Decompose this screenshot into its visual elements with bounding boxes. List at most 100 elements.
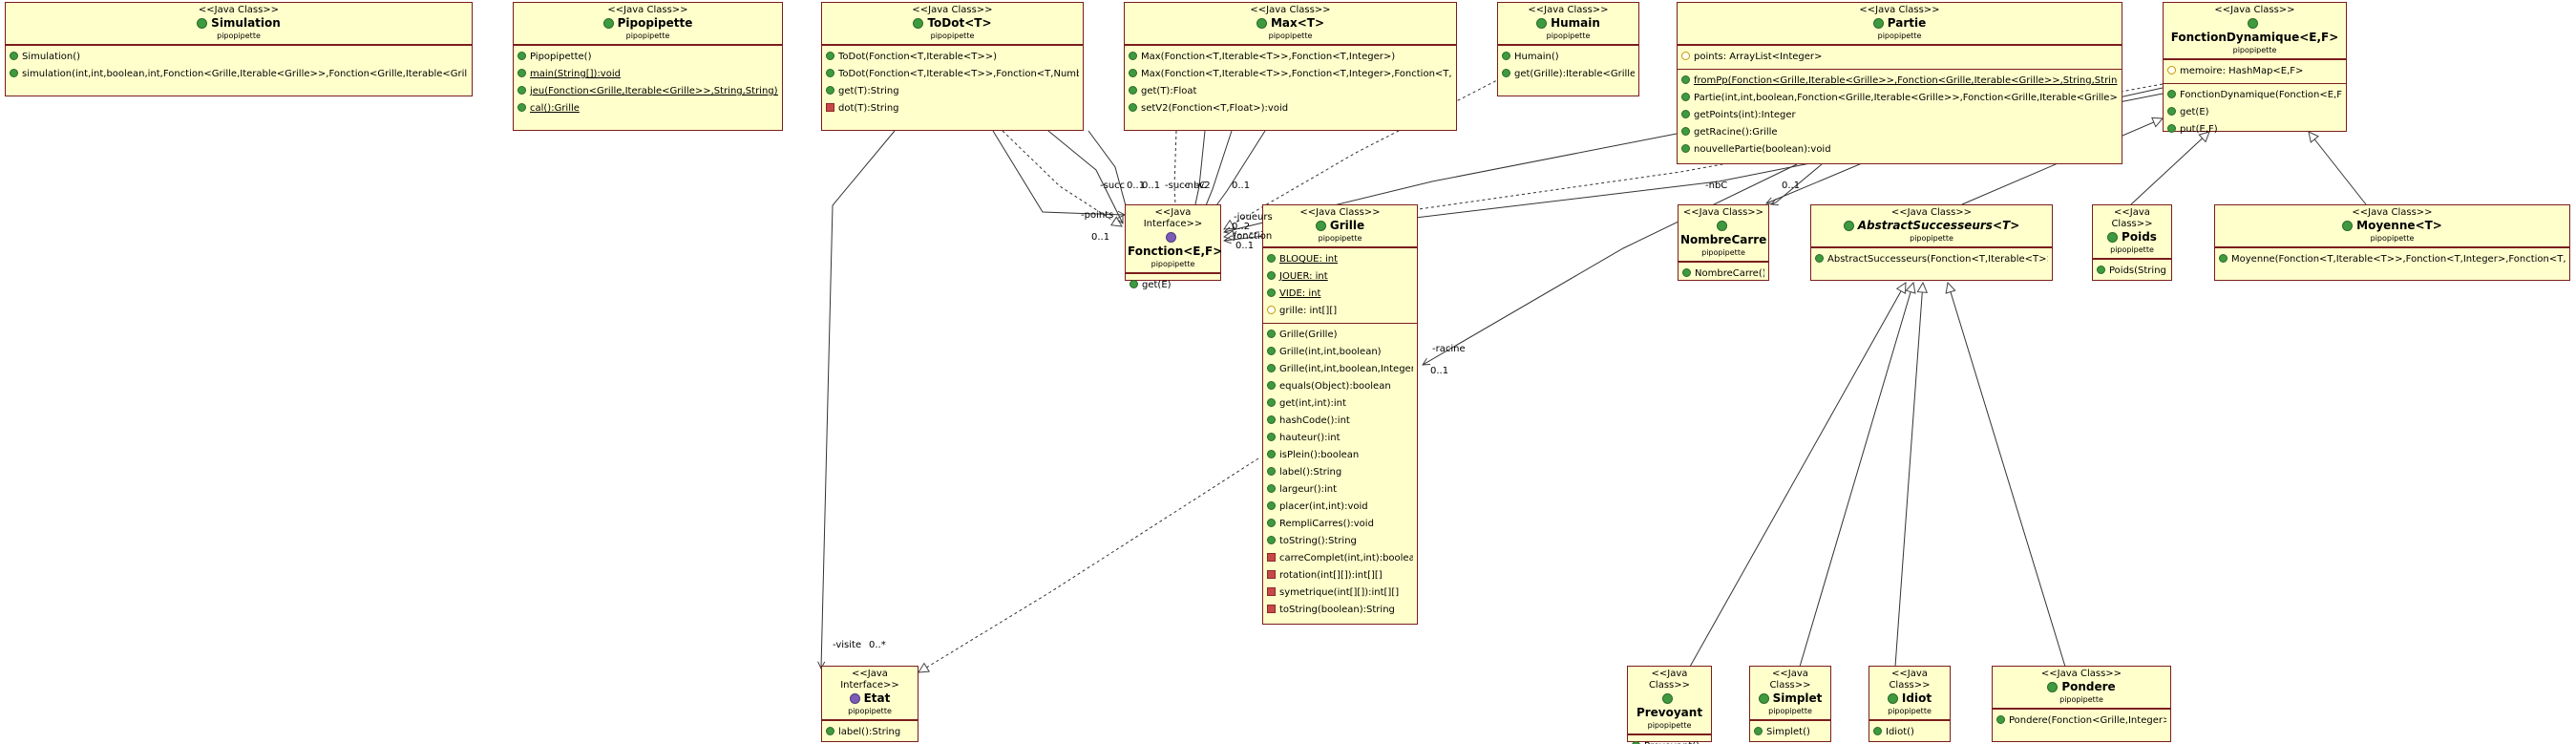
method-row[interactable]: Prevoyant() [1632,738,1707,744]
method-row-text: get(int,int):int [1279,398,1346,409]
method-row-text: ToDot(Fonction<T,Iterable<T>>,Fonction<T… [838,69,1079,79]
method-row[interactable]: hauteur():int [1267,430,1413,447]
field-row[interactable]: points: ArrayList<Integer> [1681,49,2118,66]
method-row[interactable]: Simplet() [1754,724,1826,741]
method-row[interactable]: get(E) [2167,104,2342,121]
method-row[interactable]: Partie(int,int,boolean,Fonction<Grille,I… [1681,90,2118,107]
class-prevoyant[interactable]: <<Java Class>>PrevoyantpipopipettePrevoy… [1627,666,1712,744]
method-row[interactable]: nouvellePartie(boolean):void [1681,141,2118,159]
method-row[interactable]: Pipopipette() [517,49,778,66]
class-name-text: FonctionDynamique<E,F> [2170,31,2339,44]
real-grille-etat [918,457,1259,672]
package-label: pipopipette [1701,248,1745,257]
method-row[interactable]: get(int,int):int [1267,395,1413,413]
method-row[interactable]: Grille(int,int,boolean) [1267,344,1413,361]
method-row[interactable]: fromPp(Fonction<Grille,Iterable<Grille>>… [1681,73,2118,90]
method-row[interactable]: Moyenne(Fonction<T,Iterable<T>>,Fonction… [2219,251,2565,268]
method-row[interactable]: getPoints(int):Integer [1681,107,2118,124]
class-abssucc[interactable]: <<Java Class>>AbstractSuccesseurs<T>pipo… [1810,204,2053,281]
method-row[interactable]: RempliCarres():void [1267,516,1413,533]
method-row[interactable]: FonctionDynamique(Fonction<E,F>) [2167,87,2342,104]
field-row[interactable]: JOUER: int [1267,268,1413,286]
class-icon [602,18,614,29]
method-row[interactable]: rotation(int[][]):int[][] [1267,567,1413,585]
interface-fonction[interactable]: <<Java Interface>>Fonction<E,F>pipopipet… [1125,204,1222,290]
method-row[interactable]: setV2(Fonction<T,Float>):void [1129,100,1452,117]
class-name-text: Idiot [1901,691,1932,705]
method-row[interactable]: Humain() [1502,49,1635,66]
class-name-text: Humain [1551,16,1600,30]
method-row-text: get(Grille):Iterable<Grille> [1514,69,1635,79]
method-row[interactable]: ToDot(Fonction<T,Iterable<T>>,Fonction<T… [826,66,1079,83]
method-row[interactable]: Pondere(Fonction<Grille,Integer>) [1996,712,2166,730]
method-row[interactable]: hashCode():int [1267,413,1413,430]
method-row[interactable]: getRacine():Grille [1681,124,2118,141]
method-row[interactable]: largeur():int [1267,481,1413,499]
method-row[interactable]: Max(Fonction<T,Iterable<T>>,Fonction<T,I… [1129,66,1452,83]
method-row[interactable]: carreComplet(int,int):boolean [1267,550,1413,567]
method-row[interactable]: cal():Grille [517,100,778,117]
method-row[interactable]: dot(T):String [826,100,1079,117]
method-row[interactable]: ToDot(Fonction<T,Iterable<T>>) [826,49,1079,66]
field-row-text: memoire: HashMap<E,F> [2180,66,2304,76]
edge-label: 0..1 [1142,181,1161,191]
edge-label: -succ [1100,181,1126,191]
method-row[interactable]: jeu(Fonction<Grille,Iterable<Grille>>,St… [517,83,778,100]
method-row[interactable]: get(E) [1130,277,1216,294]
class-name-text: Simulation [211,16,281,30]
method-row[interactable]: Grille(int,int,boolean,Integer[]) [1267,361,1413,378]
method-row[interactable]: Grille(Grille) [1267,327,1413,344]
method-row[interactable]: main(String[]):void [517,66,778,83]
method-row[interactable]: toString():String [1267,533,1413,550]
method-row[interactable]: symetrique(int[][]):int[][] [1267,585,1413,602]
method-row[interactable]: placer(int,int):void [1267,499,1413,516]
field-row[interactable]: grille: int[][] [1267,303,1413,320]
real-max [1174,130,1176,222]
method-row[interactable]: get(T):Float [1129,83,1452,100]
method-row[interactable]: toString(boolean):String [1267,602,1413,619]
gen-poids [2130,132,2209,205]
class-fdyn[interactable]: <<Java Class>>FonctionDynamique<E,F>pipo… [2163,2,2347,135]
method-row[interactable]: Poids(String) [2097,263,2167,280]
method-row[interactable]: label():String [826,724,914,741]
method-row-text: Pondere(Fonction<Grille,Integer>) [2009,715,2166,726]
public-visibility-icon [1873,727,1882,735]
field-row[interactable]: memoire: HashMap<E,F> [2167,63,2342,80]
stereotype-label: <<Java Interface>> [1143,207,1203,229]
method-row[interactable]: label():String [1267,464,1413,481]
method-row[interactable]: equals(Object):boolean [1267,378,1413,395]
package-visibility-icon [1681,52,1690,60]
method-row[interactable]: AbstractSuccesseurs(Fonction<T,Iterable<… [1815,251,2048,268]
method-row[interactable]: NombreCarre() [1682,266,1764,283]
public-visibility-icon [517,86,526,95]
public-visibility-icon [1129,103,1137,112]
stereotype-label: <<Java Class>> [1769,669,1811,691]
method-row[interactable]: Idiot() [1873,724,1946,741]
method-row[interactable]: simulation(int,int,boolean,int,Fonction<… [10,66,468,83]
method-row[interactable]: get(Grille):Iterable<Grille> [1502,66,1635,83]
class-icon [1872,18,1884,29]
method-row[interactable]: put(E,F) [2167,121,2342,138]
method-row[interactable]: get(T):String [826,83,1079,100]
field-row[interactable]: VIDE: int [1267,286,1413,303]
method-row[interactable]: Max(Fonction<T,Iterable<T>>,Fonction<T,I… [1129,49,1452,66]
method-row[interactable]: isPlein():boolean [1267,447,1413,464]
field-row[interactable]: BLOQUE: int [1267,251,1413,268]
method-row[interactable]: Simulation() [10,49,468,66]
interface-icon [1166,232,1176,243]
